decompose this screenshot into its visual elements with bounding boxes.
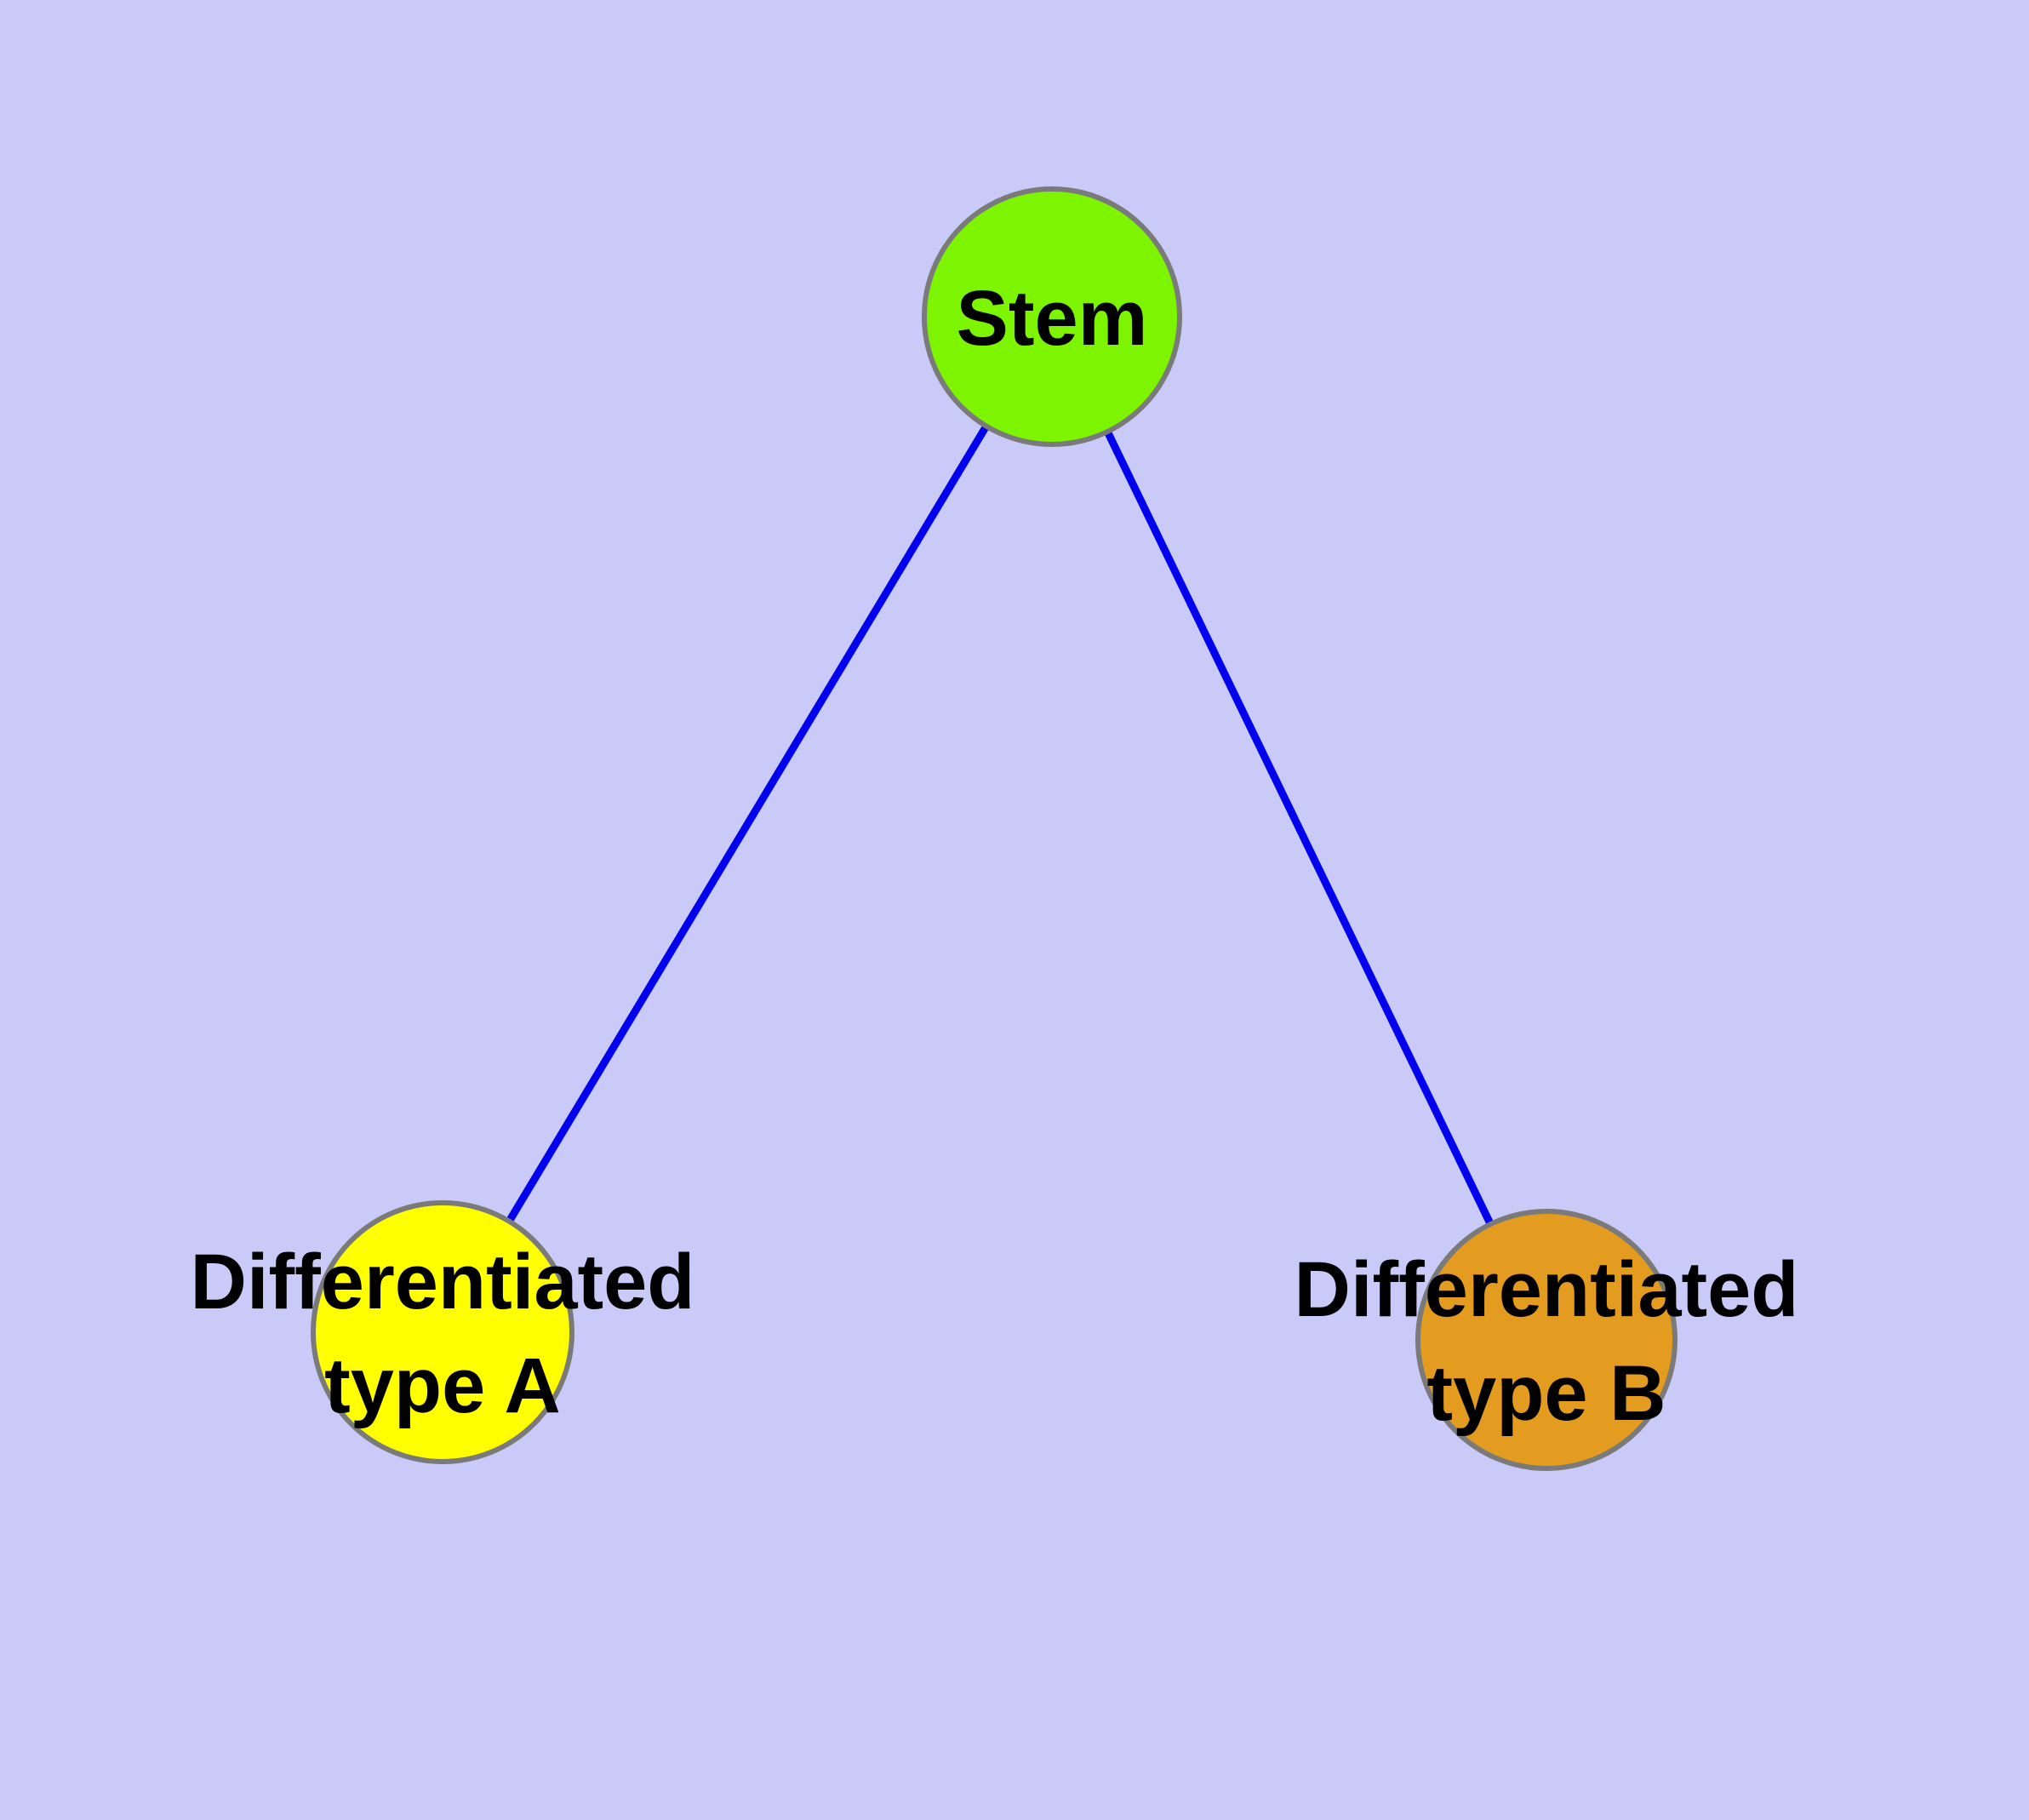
node-stem-label-line: Stem (957, 275, 1148, 362)
node-stem-circle (922, 186, 1182, 447)
edge-stem-type-b (1048, 315, 1551, 1342)
node-type-a-circle (311, 1200, 574, 1464)
node-type-b-label: Differentiated type B (1295, 1246, 1799, 1437)
node-type-a-label-line: type A (324, 1342, 561, 1429)
node-type-a-label: Differentiated type A (191, 1239, 695, 1429)
node-type-b-label-line: Differentiated (1295, 1246, 1799, 1333)
node-stem-label: Stem (957, 275, 1148, 362)
node-type-b-label-line: type B (1426, 1350, 1666, 1437)
edge-stem-type-a (439, 314, 1055, 1335)
node-type-b-circle (1415, 1209, 1677, 1471)
node-type-a-label-line: Differentiated (191, 1239, 695, 1325)
